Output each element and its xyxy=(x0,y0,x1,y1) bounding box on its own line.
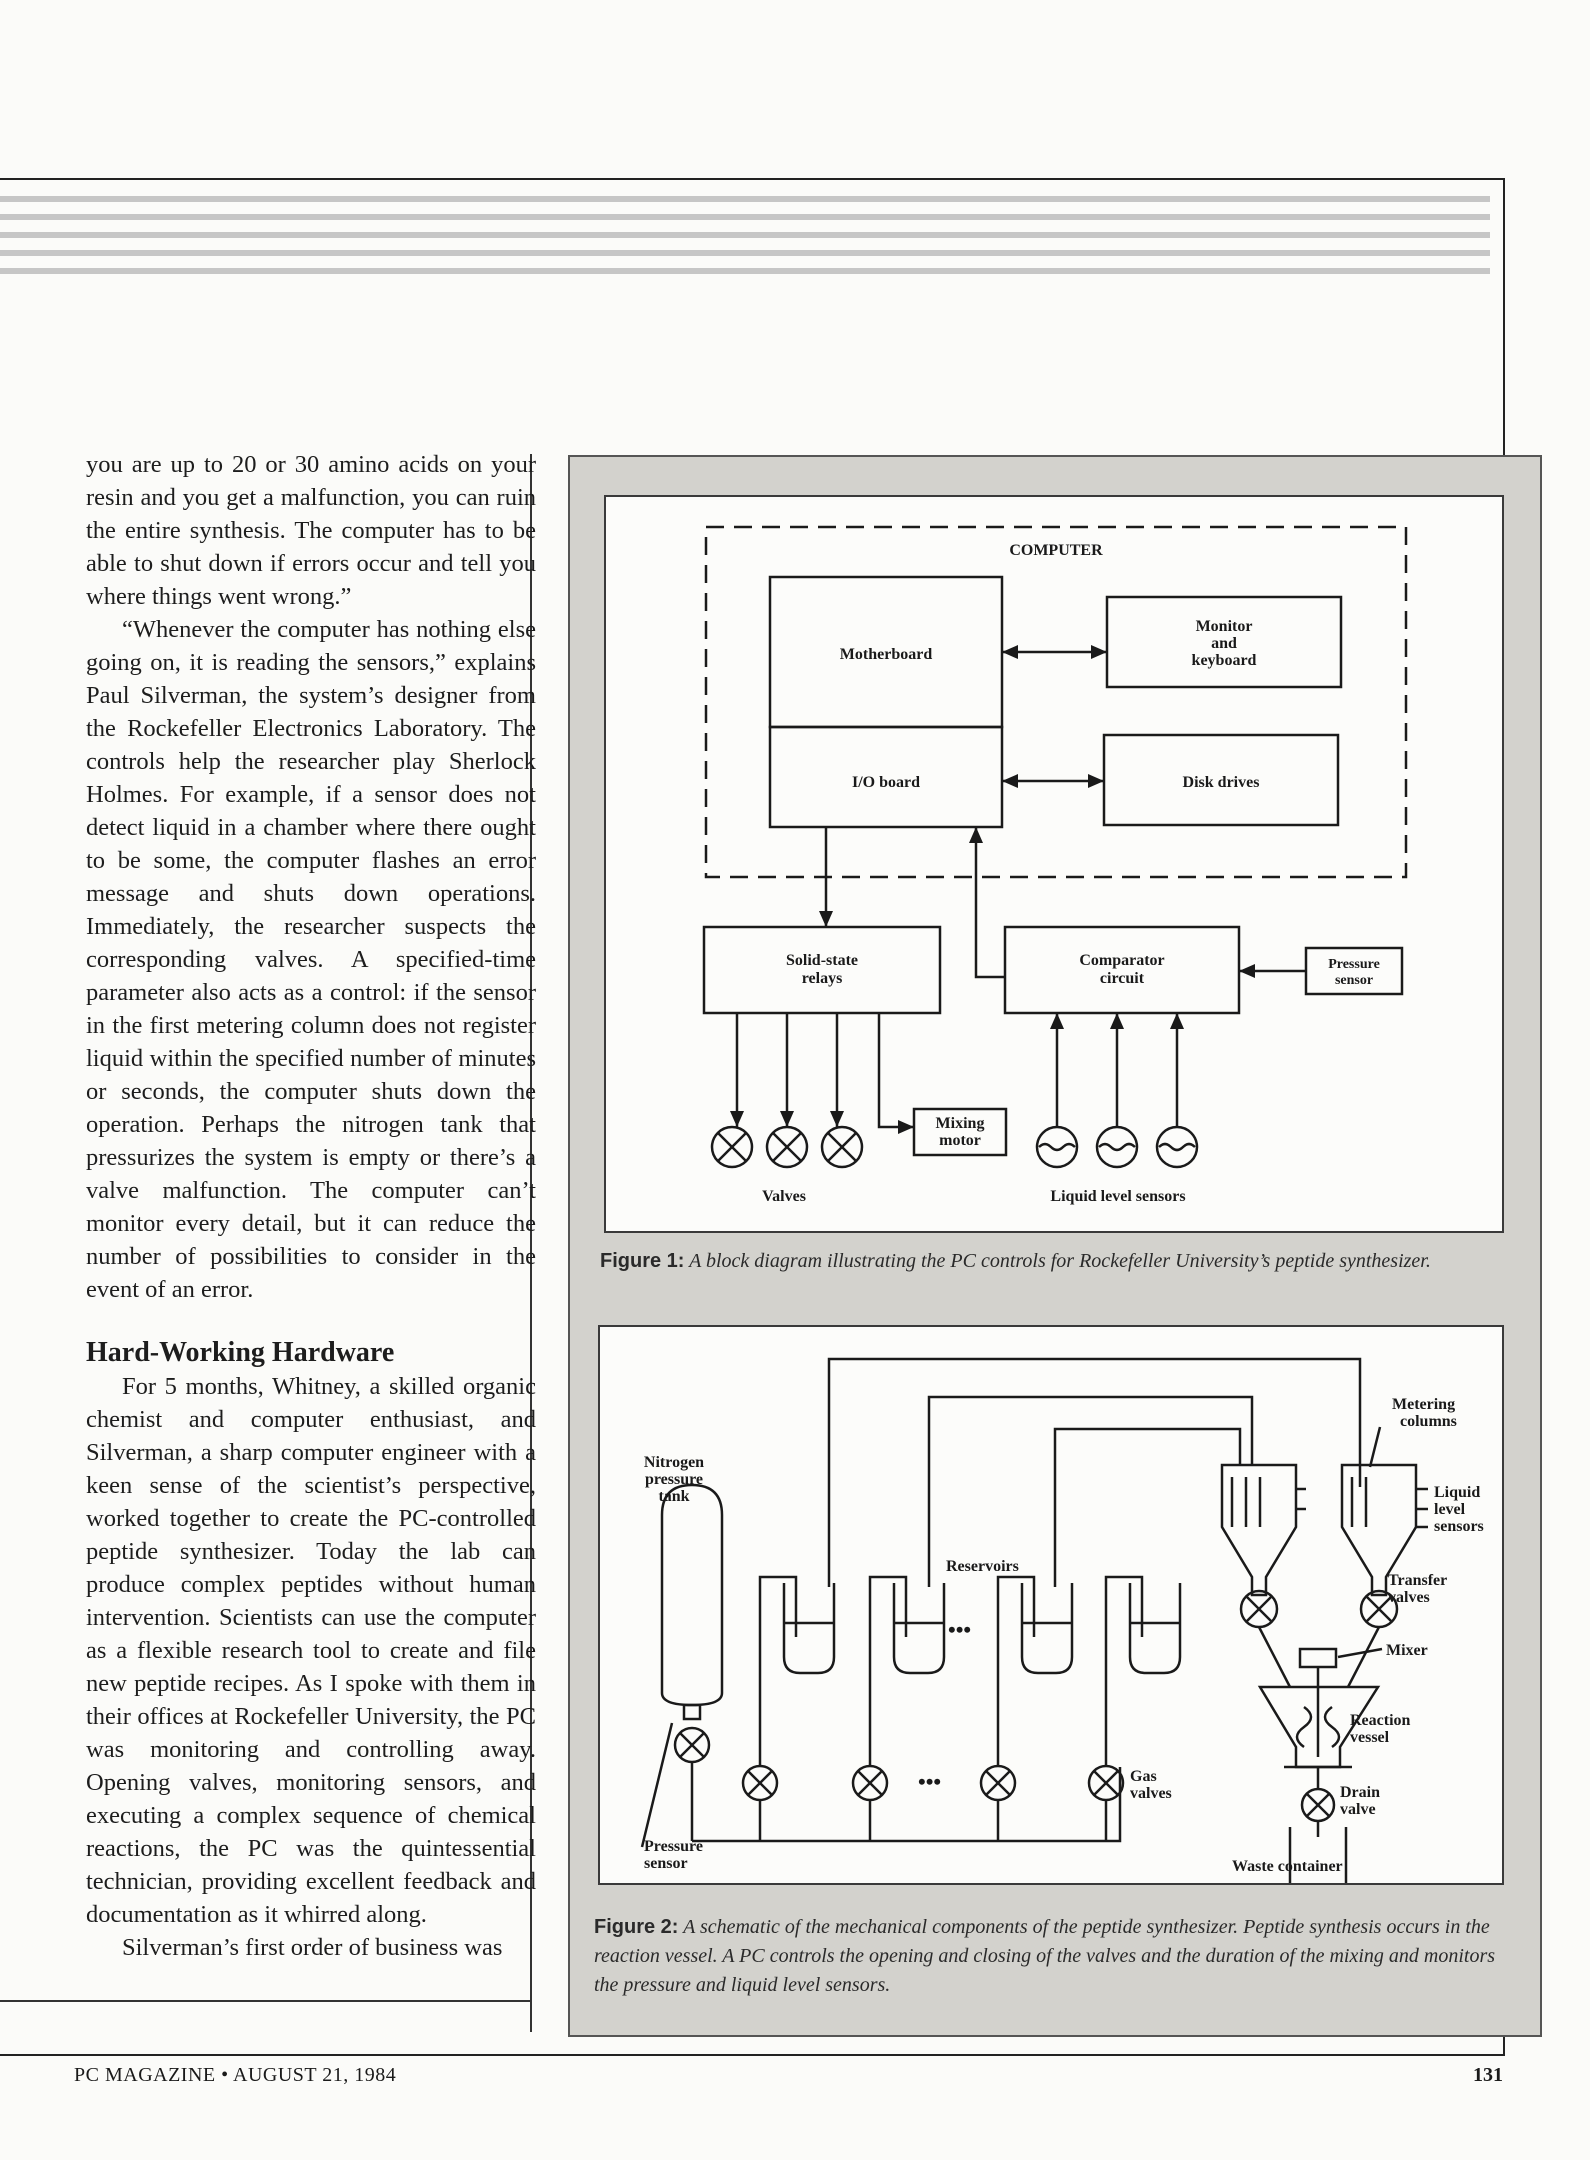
valves-label: Valves xyxy=(762,1188,806,1205)
reservoir xyxy=(782,1583,836,1675)
nitrogen-tank xyxy=(660,1483,724,1707)
monitor-label: and xyxy=(1211,635,1237,652)
article-text-column: you are up to 20 or 30 amino acids on yo… xyxy=(86,448,536,1964)
paragraph: Silverman’s first order of business was xyxy=(122,1934,503,1961)
reservoir xyxy=(1128,1583,1182,1675)
pressure-sensor-label: Pressure xyxy=(1328,957,1380,972)
page-frame-bottom-rule xyxy=(0,2054,1505,2056)
arrow-line xyxy=(974,827,1005,979)
relay-line xyxy=(877,1013,914,1129)
relays-box xyxy=(702,925,942,1015)
motherboard-label: Motherboard xyxy=(840,646,933,663)
transfer-valves-label: Transfer xyxy=(1388,1572,1447,1589)
page-frame-top-rule xyxy=(0,178,1505,180)
valve-symbol xyxy=(820,1125,864,1169)
column-rule xyxy=(530,454,532,2032)
footer-publication: PC MAGAZINE • AUGUST 21, 1984 xyxy=(74,2064,397,2086)
comparator-label: Comparator xyxy=(1079,952,1164,969)
gas-valves-label: valves xyxy=(1130,1785,1172,1802)
gas-valves-label: Gas xyxy=(1130,1768,1157,1785)
pressure-sensor-label: sensor xyxy=(1335,973,1373,988)
figure2-svg: Metering columns Nitrogen pressure tank … xyxy=(640,1357,1484,1883)
figure1-diagram: COMPUTER Motherboard Monitor and keyboar… xyxy=(604,495,1504,1233)
pressure-sensor-label: Pressure xyxy=(644,1838,703,1855)
feed-line xyxy=(927,1395,1254,1587)
metering-column xyxy=(1340,1463,1418,1597)
monitor-label: keyboard xyxy=(1192,652,1257,669)
waste-container-label: Waste container xyxy=(1232,1858,1343,1875)
liquid-sensors-label: Liquid xyxy=(1434,1484,1480,1501)
reservoir xyxy=(1020,1583,1074,1675)
figure1-caption-label: Figure 1: xyxy=(600,1250,685,1272)
gas-line xyxy=(868,1575,908,1767)
mixer xyxy=(1298,1647,1338,1669)
liquid-sensors-label: level xyxy=(1434,1501,1466,1518)
feed-line xyxy=(827,1357,1362,1587)
page-number: 131 xyxy=(1473,2064,1503,2086)
reservoir xyxy=(892,1583,946,1675)
gas-line xyxy=(996,1575,1036,1767)
mixing-motor-label: Mixing xyxy=(936,1115,985,1132)
figure1-caption: Figure 1: A block diagram illustrating t… xyxy=(600,1247,1500,1276)
monitor-box xyxy=(1105,595,1343,689)
section-heading: Hard-Working Hardware xyxy=(86,1337,395,1368)
pressure-sensor-label: sensor xyxy=(644,1855,688,1872)
figure2-caption: Figure 2: A schematic of the mechanical … xyxy=(594,1913,1514,2000)
io-board-label: I/O board xyxy=(852,774,920,791)
reaction-vessel-label: vessel xyxy=(1350,1729,1390,1746)
liquid-sensors-label: sensors xyxy=(1434,1518,1484,1535)
metering-label: columns xyxy=(1400,1413,1457,1430)
disk-drives-label: Disk drives xyxy=(1183,774,1260,791)
pointer-line xyxy=(1368,1426,1382,1468)
liquid-sensors-label: Liquid level sensors xyxy=(1050,1188,1185,1205)
ellipsis-valves: ••• xyxy=(918,1769,941,1794)
mixing-motor-box xyxy=(912,1107,1008,1157)
drain-valve-label: valve xyxy=(1340,1801,1376,1818)
transfer-valves-label: valves xyxy=(1388,1589,1430,1606)
computer-boundary xyxy=(704,525,1408,879)
feed-line xyxy=(1053,1427,1242,1587)
paragraph: you are up to 20 or 30 amino acids on yo… xyxy=(86,451,536,610)
metering-column xyxy=(1220,1463,1298,1597)
valve-symbol xyxy=(710,1125,754,1169)
paragraph: “Whenever the computer has nothing else … xyxy=(86,616,536,1303)
mixing-motor-label: motor xyxy=(939,1132,981,1149)
figure-panel: COMPUTER Motherboard Monitor and keyboar… xyxy=(568,455,1542,2037)
drain-valve-label: Drain xyxy=(1340,1784,1380,1801)
reservoirs-label: Reservoirs xyxy=(946,1558,1019,1575)
io-board-box xyxy=(768,725,1004,829)
pointer-line xyxy=(1337,1647,1383,1659)
ellipsis-reservoirs: ••• xyxy=(948,1617,971,1642)
mixer-label: Mixer xyxy=(1386,1642,1428,1659)
relays-label: relays xyxy=(802,970,843,987)
column-end-rule xyxy=(0,2000,532,2002)
figure2-diagram: Metering columns Nitrogen pressure tank … xyxy=(598,1325,1504,1885)
pointer-line xyxy=(640,1722,674,1848)
paragraph: For 5 months, Whitney, a skilled organic… xyxy=(86,1373,536,1928)
liquid-sensor-symbol xyxy=(1035,1125,1079,1169)
figure1-caption-text: A block diagram illustrating the PC cont… xyxy=(689,1250,1431,1272)
figure2-caption-label: Figure 2: xyxy=(594,1916,679,1938)
figure2-caption-text: A schematic of the mechanical components… xyxy=(594,1916,1496,1996)
header-stripe-band xyxy=(0,192,1490,284)
liquid-sensor-symbol xyxy=(1155,1125,1199,1169)
liquid-sensor-symbol xyxy=(1095,1125,1139,1169)
computer-label: COMPUTER xyxy=(1009,542,1103,559)
gas-line xyxy=(758,1575,798,1767)
metering-label: Metering xyxy=(1392,1396,1455,1413)
reaction-vessel-label: Reaction xyxy=(1350,1712,1411,1729)
gas-line xyxy=(1104,1575,1144,1767)
nitrogen-tank-label: pressure xyxy=(645,1471,703,1488)
relays-label: Solid-state xyxy=(786,952,858,969)
nitrogen-tank-label: Nitrogen xyxy=(644,1454,704,1471)
figure1-svg: COMPUTER Motherboard Monitor and keyboar… xyxy=(702,525,1408,1205)
nitrogen-tank-label: tank xyxy=(658,1488,689,1505)
comparator-label: circuit xyxy=(1100,970,1145,987)
waste-container xyxy=(1288,1827,1348,1883)
monitor-label: Monitor xyxy=(1196,618,1253,635)
